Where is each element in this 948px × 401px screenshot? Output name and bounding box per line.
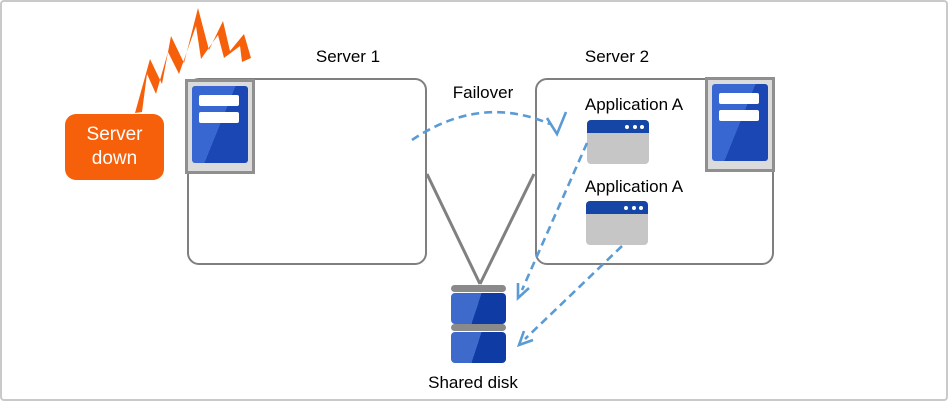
server1-label: Server 1 (315, 47, 381, 66)
server2-label: Server 2 (584, 47, 650, 66)
application-a-label-1: Application A (584, 95, 684, 114)
server-down-label: Server down (86, 124, 143, 169)
shared-disk-label: Shared disk (428, 373, 518, 392)
window-dot (639, 205, 643, 210)
window-dot (624, 205, 628, 210)
application-window-icon-1 (587, 120, 649, 164)
window-dot (625, 124, 629, 129)
server1-icon (185, 79, 255, 174)
server-stripe (199, 112, 239, 123)
server-stripe (199, 95, 239, 106)
application-a-label-2: Application A (584, 177, 684, 196)
app2-to-disk-arrowhead (516, 330, 534, 348)
failover-arrow (411, 110, 551, 142)
window-titlebar (587, 120, 649, 133)
window-dot (632, 124, 637, 129)
window-titlebar (586, 201, 648, 214)
disk-platter (451, 293, 506, 324)
server-stripe (719, 93, 759, 104)
server-tower-icon (192, 86, 248, 163)
server2-disk-connector (478, 173, 536, 285)
failover-label: Failover (452, 83, 514, 102)
app1-to-disk-arrowhead (516, 283, 530, 301)
window-dot (631, 205, 636, 210)
server2-icon (705, 77, 775, 172)
server-down-badge: Server down (65, 114, 164, 180)
disk-platter (451, 332, 506, 363)
disk-stack-icon (451, 324, 506, 331)
server1-disk-connector (425, 173, 482, 285)
server-stripe (719, 110, 759, 121)
window-dot (640, 124, 644, 129)
application-window-icon-2 (586, 201, 648, 245)
server-tower-icon (712, 84, 768, 161)
disk-stack-icon (451, 285, 506, 292)
